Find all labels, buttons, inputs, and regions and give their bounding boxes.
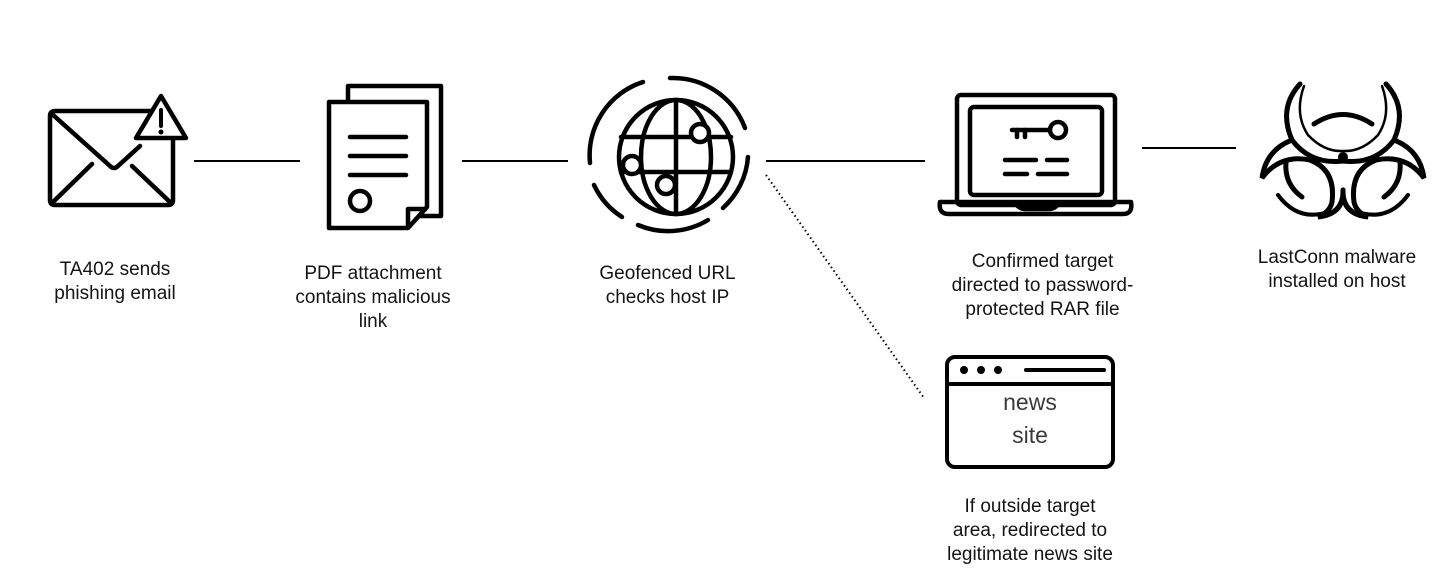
step-label-geofence: Geofenced URL checks host IP — [599, 263, 736, 308]
biohazard-icon — [1259, 81, 1427, 220]
laptop-key-icon — [937, 92, 1134, 217]
document-icon — [326, 83, 444, 231]
step-label-target: Confirmed target directed to password- p… — [951, 251, 1134, 320]
connector-geofence-news-dotted — [765, 174, 925, 399]
envelope-warning-icon — [47, 93, 189, 208]
step-label-email: TA402 sends phishing email — [54, 259, 176, 304]
step-label-malware: LastConn malware installed on host — [1257, 247, 1417, 292]
browser-window-icon — [945, 355, 1115, 469]
news-site-icon-text: news site — [1003, 389, 1057, 448]
branch-label-news: If outside target area, redirected to le… — [947, 496, 1113, 565]
step-label-pdf: PDF attachment contains malicious link — [295, 263, 451, 332]
globe-network-icon — [587, 75, 751, 234]
